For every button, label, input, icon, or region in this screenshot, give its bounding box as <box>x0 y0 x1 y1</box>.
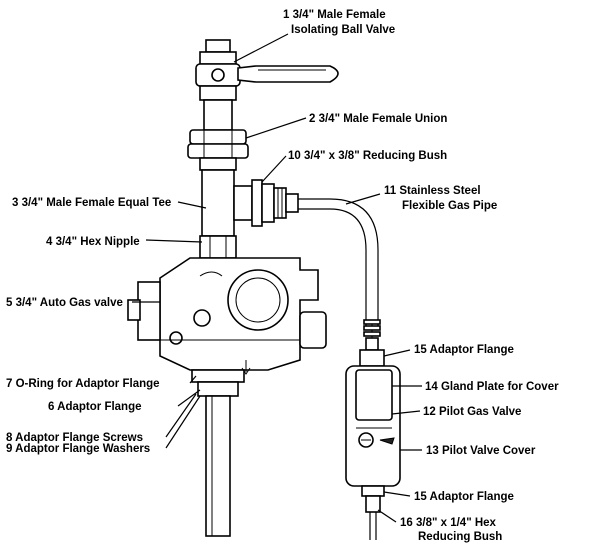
auto-gas-valve <box>127 257 327 375</box>
hex-nipple <box>199 235 237 259</box>
label-9: 9 Adaptor Flange Washers <box>6 443 150 455</box>
leader-lines <box>132 33 422 523</box>
label-11-line-2: Flexible Gas Pipe <box>402 200 497 212</box>
label-12: 12 Pilot Gas Valve <box>423 406 521 418</box>
label-6: 6 Adaptor Flange <box>48 401 142 413</box>
reducing-bush <box>251 179 299 227</box>
label-16-line-1: 16 3/8" x 1/4" Hex <box>400 517 497 529</box>
label-3: 3 3/4" Male Female Equal Tee <box>12 197 171 209</box>
label-1-line-2: Isolating Ball Valve <box>291 24 395 36</box>
label-8: 8 Adaptor Flange Screws <box>6 432 143 444</box>
label-16-line-2: Reducing Bush <box>418 531 502 543</box>
label-14: 14 Gland Plate for Cover <box>425 381 559 393</box>
equal-tee <box>201 169 253 237</box>
label-4: 4 3/4" Hex Nipple <box>46 236 140 248</box>
label-11-line-1: 11 Stainless Steel <box>384 185 481 197</box>
labels: 1 3/4" Male Female Isolating Ball Valve … <box>6 9 559 543</box>
label-1-line-1: 1 3/4" Male Female <box>283 9 386 21</box>
pilot-assembly <box>345 349 401 540</box>
union <box>187 129 249 171</box>
label-7: 7 O-Ring for Adaptor Flange <box>6 378 160 390</box>
label-13: 13 Pilot Valve Cover <box>426 445 536 457</box>
label-15-upper: 15 Adaptor Flange <box>414 344 514 356</box>
label-15-lower: 15 Adaptor Flange <box>414 491 514 503</box>
label-2: 2 3/4" Male Female Union <box>309 113 447 125</box>
adaptor-flange <box>191 369 245 537</box>
label-5: 5 3/4" Auto Gas valve <box>6 297 123 309</box>
label-10: 10 3/4" x 3/8" Reducing Bush <box>288 150 447 162</box>
